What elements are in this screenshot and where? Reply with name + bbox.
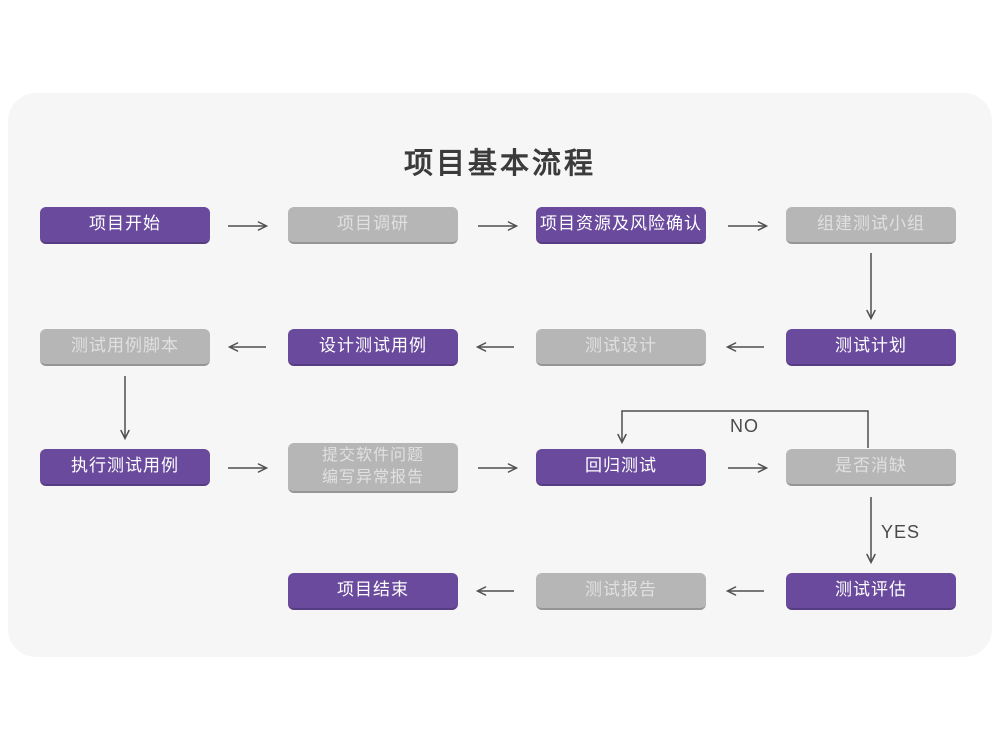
node-submit-issue-line2: 编写异常报告 — [321, 469, 424, 486]
node-test-report: 测试报告 — [536, 573, 706, 610]
node-submit-issue-line1: 提交软件问题 — [321, 447, 424, 465]
node-defect-cleared: 是否消缺 — [786, 449, 956, 486]
node-design-test-case: 设计测试用例 — [288, 329, 458, 366]
node-submit-issue: 提交软件问题 编写异常报告 — [288, 443, 458, 493]
node-execute-test-case: 执行测试用例 — [40, 449, 210, 486]
node-test-design: 测试设计 — [536, 329, 706, 366]
yes-branch-label: YES — [881, 522, 921, 542]
node-test-case-script: 测试用例脚本 — [40, 329, 210, 366]
node-test-plan: 测试计划 — [786, 329, 956, 366]
flowchart-card — [8, 93, 992, 657]
node-project-end: 项目结束 — [288, 573, 458, 610]
node-project-start: 项目开始 — [40, 207, 210, 244]
node-resources-risk: 项目资源及风险确认 — [536, 207, 706, 244]
node-build-team: 组建测试小组 — [786, 207, 956, 244]
node-regression-test: 回归测试 — [536, 449, 706, 486]
page-title: 项目基本流程 — [403, 148, 596, 180]
node-test-evaluate: 测试评估 — [786, 573, 956, 610]
no-branch-label: NO — [730, 416, 759, 436]
arrow-defect-no-loop — [617, 410, 869, 448]
node-project-research: 项目调研 — [288, 207, 458, 244]
